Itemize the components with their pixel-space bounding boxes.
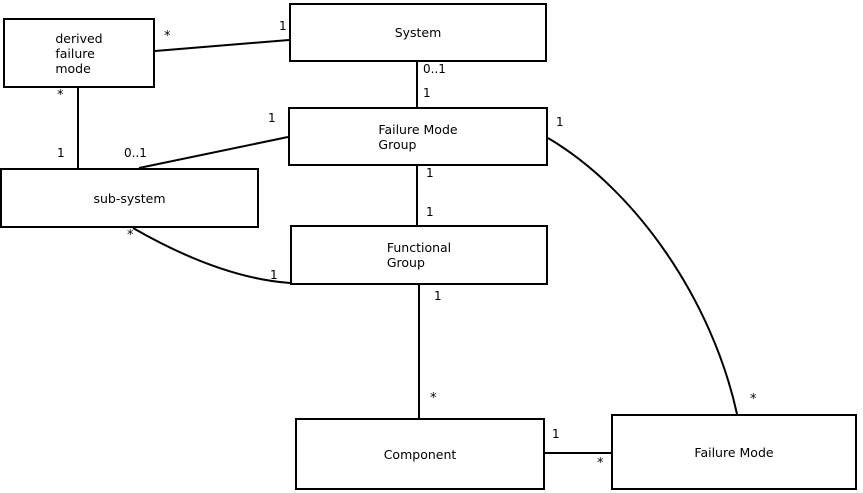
multiplicity-system-down-zero-one: 0..1 <box>423 62 446 76</box>
multiplicity-functional-group-up-one: 1 <box>426 205 434 219</box>
multiplicity-functional-group-down-one: 1 <box>434 289 442 303</box>
multiplicity-sub-system-curve-star: * <box>127 228 134 243</box>
class-label-system: System <box>394 25 442 40</box>
class-box-functional-group[interactable]: Functional Group <box>290 225 548 285</box>
class-box-system[interactable]: System <box>289 3 547 62</box>
multiplicity-derived-failure-mode-system-star: * <box>164 29 171 44</box>
multiplicity-component-right-one: 1 <box>552 427 560 441</box>
class-box-failure-mode-group[interactable]: Failure Mode Group <box>288 107 548 166</box>
multiplicity-failure-mode-group-down-one: 1 <box>426 166 434 180</box>
multiplicity-failure-mode-left-star: * <box>597 456 604 471</box>
class-label-failure-mode: Failure Mode <box>694 444 774 460</box>
class-label-failure-mode-group: Failure Mode Group <box>378 121 458 152</box>
multiplicity-sub-system-failure-mode-group-zero-one: 0..1 <box>124 146 147 160</box>
multiplicity-failure-mode-group-up-one: 1 <box>423 86 431 100</box>
class-label-sub-system: sub-system <box>93 190 166 206</box>
class-label-component: Component <box>383 446 457 462</box>
multiplicity-derived-failure-mode-down-star: * <box>57 88 64 103</box>
multiplicity-system-left-one: 1 <box>279 19 287 33</box>
multiplicity-failure-mode-group-right-one: 1 <box>556 115 564 129</box>
multiplicity-derived-failure-mode-down-one: 1 <box>57 146 65 160</box>
edge-sub-system-failure-mode-group <box>138 136 289 169</box>
edge-failure-mode-group-failure-mode <box>547 137 738 415</box>
class-box-failure-mode[interactable]: Failure Mode <box>611 414 857 490</box>
multiplicity-failure-mode-top-star: * <box>750 392 757 407</box>
class-label-derived-failure-mode: derived failure mode <box>55 30 103 76</box>
multiplicity-failure-mode-group-left-one: 1 <box>268 111 276 125</box>
multiplicity-component-up-star: * <box>430 391 437 406</box>
class-label-functional-group: Functional Group <box>386 240 452 270</box>
edge-sub-system-functional-group <box>132 227 291 284</box>
edge-derived-failure-mode-system <box>154 39 290 52</box>
class-box-component[interactable]: Component <box>295 418 545 490</box>
class-box-derived-failure-mode[interactable]: derived failure mode <box>3 18 155 88</box>
class-box-sub-system[interactable]: sub-system <box>0 168 259 228</box>
multiplicity-functional-group-left-one: 1 <box>270 268 278 282</box>
